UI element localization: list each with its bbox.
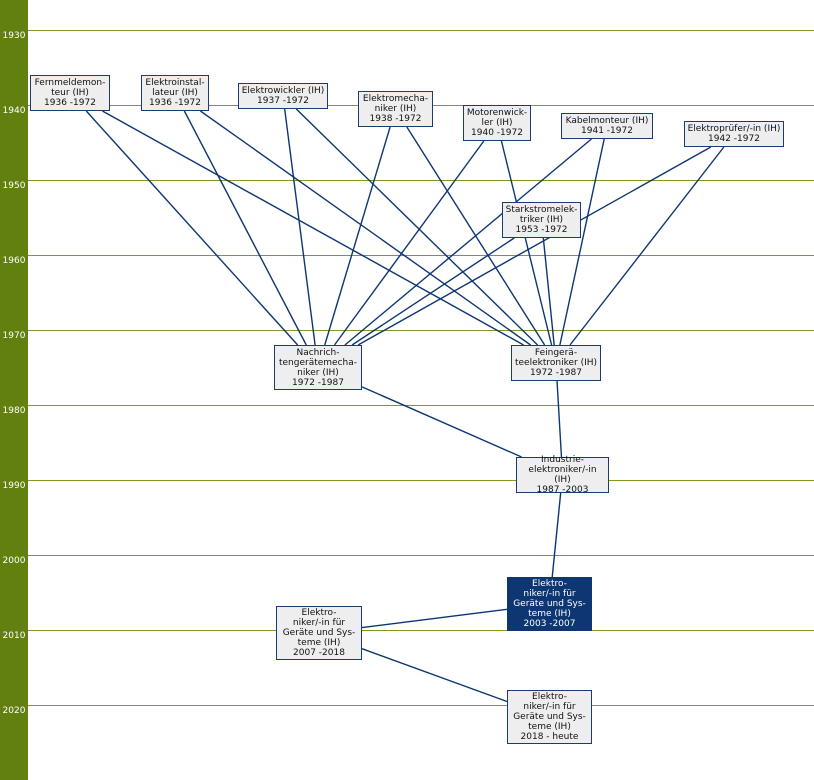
node-period: 2007 -2018	[293, 648, 345, 658]
link-elektrowickler-to-feingeraete	[295, 108, 539, 346]
node-name: Elektromecha- niker (IH)	[362, 94, 429, 114]
link-nachrichten-to-industrie	[361, 386, 522, 458]
node-name: Elektro- niker/-in für Geräte und Sys- t…	[282, 608, 356, 648]
node-name: Elektrowickler (IH)	[241, 86, 325, 96]
node-name: Feingerä- teelektroniker (IH)	[514, 348, 598, 368]
node-fernmeldemonteur[interactable]: Fernmeldemon- teur (IH) 1936 -1972	[30, 75, 110, 111]
link-starkstrom-to-feingeraete	[542, 237, 555, 346]
grid-line-1960	[28, 255, 814, 256]
node-period: 1938 -1972	[369, 114, 422, 124]
node-elektroniker-2018[interactable]: Elektro- niker/-in für Geräte und Sys- t…	[507, 690, 592, 744]
timeline-axis-bar	[0, 0, 28, 780]
link-motorenwickler-to-nachrichten	[333, 140, 485, 346]
link-elektrowickler-to-nachrichten	[283, 108, 316, 346]
node-elektroniker-2003-current[interactable]: Elektro- niker/-in für Geräte und Sys- t…	[507, 577, 592, 631]
node-elektroinstallateur[interactable]: Elektroinstal- lateur (IH) 1936 -1972	[141, 75, 209, 111]
node-elektrowickler[interactable]: Elektrowickler (IH) 1937 -1972	[238, 83, 328, 109]
link-fernmelde-to-feingeraete	[102, 110, 524, 346]
link-egs2003-to-egs2007	[361, 608, 508, 629]
link-kabelmonteur-to-feingeraete	[559, 138, 605, 346]
node-name: Motorenwick- ler (IH)	[466, 108, 528, 128]
node-name: Nachrich- tengerätemecha- niker (IH)	[278, 347, 358, 378]
link-elektroinstallateur-to-nachrichten	[183, 110, 307, 346]
link-elektropruefer-to-feingeraete	[569, 146, 725, 346]
year-label-1930: 1930	[2, 31, 26, 41]
link-starkstrom-to-nachrichten	[351, 237, 515, 346]
link-industrie-to-egs2003	[551, 492, 562, 578]
node-period: 1942 -1972	[708, 134, 760, 144]
node-starkstromelektriker[interactable]: Starkstromelek- triker (IH) 1953 -1972	[502, 202, 581, 238]
year-label-1940: 1940	[2, 106, 26, 116]
node-motorenwickler[interactable]: Motorenwick- ler (IH) 1940 -1972	[463, 105, 531, 141]
link-egs2007-to-egs2018	[361, 648, 508, 703]
node-name: Elektro- niker/-in für Geräte und Sys- t…	[513, 692, 586, 732]
node-name: Fernmeldemon- teur (IH)	[34, 78, 106, 98]
grid-line-1950	[28, 180, 814, 181]
year-label-1990: 1990	[2, 481, 26, 491]
link-kabelmonteur-to-nachrichten	[344, 138, 592, 346]
node-industrieelektroniker[interactable]: Industrie- elektroniker/-in (IH) 1987 -2…	[516, 455, 609, 495]
node-elektropruefer[interactable]: Elektroprüfer/-in (IH) 1942 -1972	[684, 121, 784, 147]
node-name: Industrie- elektroniker/-in (IH)	[528, 455, 597, 485]
link-elektroinstallateur-to-feingeraete	[199, 110, 532, 346]
node-period: 1941 -1972	[581, 126, 633, 136]
year-label-2010: 2010	[2, 631, 26, 641]
node-period: 1936 -1972	[44, 98, 96, 108]
year-label-1980: 1980	[2, 406, 26, 416]
year-label-2020: 2020	[2, 706, 26, 716]
link-motorenwickler-to-feingeraete	[500, 140, 553, 346]
grid-line-2020	[28, 705, 814, 706]
link-fernmelde-to-nachrichten	[85, 110, 299, 346]
grid-line-2000	[28, 555, 814, 556]
grid-line-1990	[28, 480, 814, 481]
node-elektroniker-2007[interactable]: Elektro- niker/-in für Geräte und Sys- t…	[276, 606, 362, 660]
node-name: Elektroprüfer/-in (IH)	[687, 124, 781, 134]
grid-line-1930	[28, 30, 814, 31]
node-period: 1987 -2003	[536, 485, 589, 495]
node-period: 1972 -1987	[530, 368, 582, 378]
node-period: 2003 -2007	[523, 619, 576, 629]
node-period: 1953 -1972	[515, 225, 568, 235]
node-period: 1936 -1972	[149, 98, 201, 108]
node-nachrichtengeraetemechaniker[interactable]: Nachrich- tengerätemecha- niker (IH) 197…	[274, 345, 362, 390]
grid-line-2010	[28, 630, 814, 631]
node-elektromechaniker[interactable]: Elektromecha- niker (IH) 1938 -1972	[358, 91, 433, 127]
grid-line-1980	[28, 405, 814, 406]
year-label-1960: 1960	[2, 256, 26, 266]
link-elektromechaniker-to-nachrichten	[324, 126, 391, 346]
year-label-2000: 2000	[2, 556, 26, 566]
year-label-1950: 1950	[2, 181, 26, 191]
node-feingeraeteelektroniker[interactable]: Feingerä- teelektroniker (IH) 1972 -1987	[511, 345, 601, 381]
node-kabelmonteur[interactable]: Kabelmonteur (IH) 1941 -1972	[561, 113, 653, 139]
link-elektropruefer-to-nachrichten	[357, 146, 712, 346]
node-period: 1972 -1987	[292, 377, 344, 388]
node-name: Elektroinstal- lateur (IH)	[145, 78, 205, 98]
node-name: Starkstromelek- triker (IH)	[505, 205, 578, 225]
node-period: 1937 -1972	[257, 96, 309, 106]
node-name: Elektro- niker/-in für Geräte und Sys- t…	[513, 579, 586, 619]
node-period: 2018 - heute	[520, 732, 579, 742]
link-feingeraete-to-industrie	[556, 380, 563, 458]
grid-line-1970	[28, 330, 814, 331]
year-label-1970: 1970	[2, 331, 26, 341]
node-name: Kabelmonteur (IH)	[565, 116, 649, 126]
node-period: 1940 -1972	[471, 128, 523, 138]
